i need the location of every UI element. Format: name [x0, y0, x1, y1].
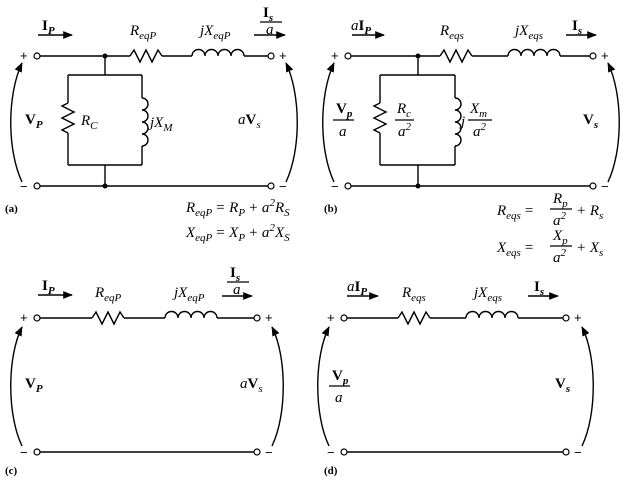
- svg-text:+: +: [574, 310, 582, 325]
- panel-id-c: (c): [5, 465, 18, 477]
- series-reactance-label: jXeqP: [198, 23, 231, 42]
- series-reactance-label: jXeqs: [513, 23, 543, 42]
- output-voltage-label: Vs: [583, 112, 598, 131]
- equation-req-b-den: a2: [553, 210, 567, 229]
- svg-text:−: −: [20, 179, 28, 194]
- series-inductor: [465, 310, 519, 319]
- input-voltage-arc: [317, 326, 330, 447]
- svg-text:−: −: [574, 445, 582, 460]
- shunt-resistor: [372, 102, 388, 134]
- current-in-label: aIP: [351, 18, 371, 37]
- equation-req-a: ReqP= RP+ a2RS: [185, 197, 290, 219]
- shunt-resistor-num: Rc: [396, 101, 411, 120]
- panel-id-b: (b): [324, 203, 338, 215]
- svg-text:+: +: [327, 310, 335, 325]
- input-voltage-num: Vp: [332, 368, 349, 387]
- current-out-num: Is: [230, 265, 240, 284]
- svg-text:+: +: [331, 48, 339, 63]
- shunt-inductor: [454, 97, 462, 147]
- series-reactance-label: jXeqs: [472, 285, 502, 304]
- shunt-inductor: [141, 97, 149, 147]
- series-resistor: [91, 310, 125, 326]
- input-voltage-arc: [322, 62, 335, 183]
- svg-text:+: +: [20, 48, 28, 63]
- equation-req-b-tail: + Rs: [576, 203, 603, 222]
- input-voltage-label: VP: [25, 376, 43, 395]
- input-voltage-label: VP: [25, 112, 43, 131]
- svg-text:+: +: [265, 310, 273, 325]
- output-voltage-arc: [581, 326, 594, 447]
- equation-xeq-b-num: Xp: [552, 228, 568, 247]
- input-voltage-den: a: [339, 124, 347, 140]
- output-voltage-label: Vs: [555, 376, 570, 395]
- shunt-reactance-num: Xm: [469, 101, 487, 120]
- panel-b: aIP Reqs jXeqs Is Rc a2 j Xm a2: [322, 18, 620, 266]
- shunt-resistor-label: RC: [80, 113, 98, 132]
- shunt-reactance-label: jXM: [148, 115, 173, 134]
- current-out-label: Is: [572, 18, 582, 37]
- input-voltage-arc: [10, 62, 23, 183]
- current-out-den: a: [233, 282, 241, 298]
- input-voltage-num: Vp: [336, 101, 353, 120]
- shunt-reactance-prefix: j: [459, 114, 465, 130]
- output-voltage-label: aVs: [240, 376, 263, 395]
- shunt-resistor: [60, 102, 76, 134]
- equation-req-b-num: Rp: [552, 191, 568, 210]
- current-in-label: IP: [42, 278, 55, 297]
- svg-text:+: +: [279, 48, 287, 63]
- svg-text:−: −: [265, 445, 273, 460]
- svg-text:+: +: [20, 310, 28, 325]
- svg-text:−: −: [20, 445, 28, 460]
- series-inductor: [164, 310, 218, 319]
- equation-xeq-b-lhs: Xeqs=: [496, 240, 534, 259]
- series-resistor-label: ReqP: [94, 285, 122, 304]
- series-resistor-label: ReqP: [129, 23, 157, 42]
- equation-req-b-lhs: Reqs=: [496, 203, 534, 222]
- svg-text:−: −: [601, 179, 609, 194]
- series-resistor: [439, 48, 473, 64]
- current-out-label: Is: [534, 279, 544, 298]
- output-voltage-label: aVs: [238, 112, 261, 131]
- svg-text:−: −: [331, 179, 339, 194]
- panel-id-a: (a): [5, 203, 18, 215]
- current-in-label: IP: [42, 18, 55, 37]
- output-voltage-arc: [607, 62, 620, 183]
- equation-xeq-a: XeqP= XP+ a2XS: [185, 222, 290, 244]
- svg-text:+: +: [601, 48, 609, 63]
- current-out-num: Is: [263, 5, 273, 24]
- series-reactance-label: jXeqP: [172, 285, 205, 304]
- series-resistor: [397, 310, 431, 326]
- svg-text:−: −: [279, 179, 287, 194]
- output-voltage-arc: [271, 326, 284, 447]
- series-resistor-label: Reqs: [401, 285, 426, 304]
- svg-text:−: −: [327, 445, 335, 460]
- input-voltage-den: a: [335, 390, 343, 406]
- equation-xeq-b-tail: + Xs: [576, 240, 603, 259]
- series-resistor-label: Reqs: [439, 23, 464, 42]
- output-voltage-arc: [285, 62, 298, 183]
- panel-a: IP ReqP jXeqP Is a RC jXM +: [5, 5, 298, 244]
- shunt-reactance-den: a2: [473, 121, 487, 140]
- series-inductor: [191, 48, 245, 57]
- series-resistor: [129, 48, 163, 64]
- current-out-den: a: [266, 22, 274, 38]
- panel-c: IP ReqP jXeqP Is a + − + − VP aVs (c): [5, 265, 284, 477]
- input-voltage-arc: [10, 326, 23, 447]
- panel-id-d: (d): [324, 465, 338, 477]
- panel-d: aIP Reqs jXeqs Is + − + − Vp a Vs (d): [317, 279, 594, 477]
- current-in-label: aIP: [347, 279, 367, 298]
- shunt-resistor-den: a2: [398, 121, 412, 140]
- series-inductor: [507, 48, 561, 57]
- equation-xeq-b-den: a2: [553, 247, 567, 266]
